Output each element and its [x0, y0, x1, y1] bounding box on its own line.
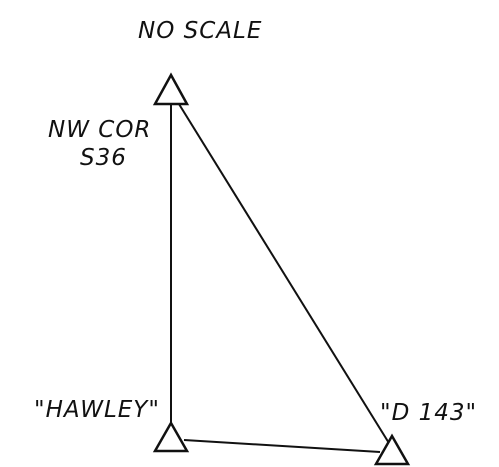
- survey-lines: [170, 95, 393, 453]
- nw-cor-label-line-2: S36: [80, 145, 127, 171]
- nw-cor-label-line-1: NW COR: [48, 117, 151, 143]
- line-hawley-d143: [183, 439, 381, 453]
- hawley-label: "HAWLEY": [34, 397, 160, 423]
- scale-note: NO SCALE: [138, 18, 262, 44]
- d143-station-marker-icon: [373, 433, 411, 466]
- nw-cor-station-marker-icon: [152, 72, 190, 106]
- line-nwcor-d143: [173, 95, 393, 449]
- station-markers: [152, 72, 411, 466]
- d143-label: "D 143": [380, 400, 477, 426]
- hawley-station-marker-icon: [152, 420, 190, 453]
